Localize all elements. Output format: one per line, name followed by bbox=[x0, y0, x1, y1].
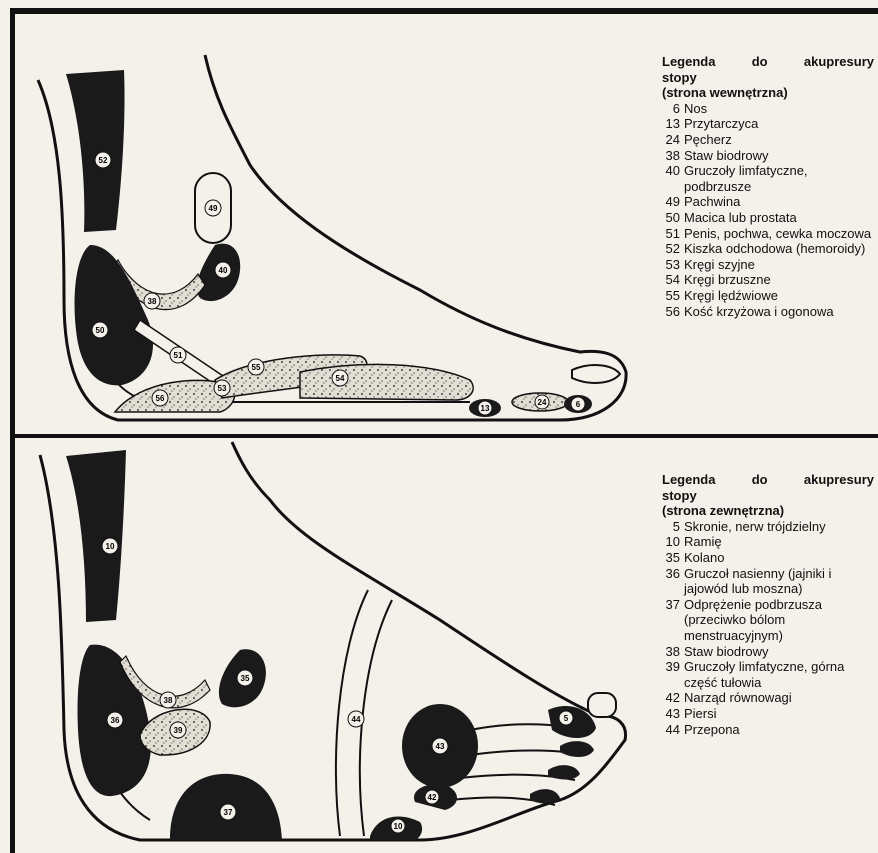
legend-outer-side: Legenda do akupresury stopy (strona zewn… bbox=[662, 472, 874, 737]
legend-item: 10Ramię bbox=[662, 534, 874, 550]
legend-item: 38Staw biodrowy bbox=[662, 644, 874, 660]
marker-10b: 10 bbox=[391, 819, 405, 833]
svg-text:36: 36 bbox=[111, 716, 120, 725]
legend-inner-side: Legenda do akupresury stopy (strona wewn… bbox=[662, 54, 874, 319]
svg-text:6: 6 bbox=[576, 400, 581, 409]
svg-text:39: 39 bbox=[174, 726, 183, 735]
zone-52-shape bbox=[66, 70, 125, 232]
outer-toe-nail bbox=[588, 693, 616, 717]
svg-text:49: 49 bbox=[209, 204, 218, 213]
marker-39: 39 bbox=[170, 722, 186, 738]
svg-text:52: 52 bbox=[99, 156, 108, 165]
svg-text:10: 10 bbox=[106, 542, 115, 551]
svg-text:53: 53 bbox=[218, 384, 227, 393]
svg-text:13: 13 bbox=[481, 404, 490, 413]
legend-item: 5Skronie, nerw trójdzielny bbox=[662, 519, 874, 535]
svg-text:38: 38 bbox=[164, 696, 173, 705]
svg-text:51: 51 bbox=[174, 351, 183, 360]
legend-item: 37Odprężenie podbrzusza (przeciwko bólom… bbox=[662, 597, 874, 644]
legend-item: 52Kiszka odchodowa (hemoroidy) bbox=[662, 241, 874, 257]
marker-24: 24 bbox=[535, 395, 549, 409]
marker-40: 40 bbox=[215, 262, 231, 278]
legend-item: 38Staw biodrowy bbox=[662, 148, 874, 164]
zone-10a-shape bbox=[66, 450, 126, 622]
zone-50-shape bbox=[75, 245, 153, 385]
legend-item: 54Kręgi brzuszne bbox=[662, 272, 874, 288]
legend-item: 49Pachwina bbox=[662, 194, 874, 210]
marker-6: 6 bbox=[571, 397, 585, 411]
legend-item: 51Penis, pochwa, cewka moczowa bbox=[662, 226, 874, 242]
svg-text:24: 24 bbox=[538, 398, 547, 407]
toe-spot-2 bbox=[548, 765, 580, 779]
legend-item: 13Przytarczyca bbox=[662, 116, 874, 132]
svg-text:55: 55 bbox=[252, 363, 261, 372]
marker-55: 55 bbox=[248, 359, 264, 375]
svg-text:5: 5 bbox=[564, 714, 569, 723]
legend-item: 55Kręgi lędźwiowe bbox=[662, 288, 874, 304]
marker-49: 49 bbox=[205, 200, 221, 216]
svg-text:35: 35 bbox=[241, 674, 250, 683]
legend-item: 24Pęcherz bbox=[662, 132, 874, 148]
marker-38-outer: 38 bbox=[160, 692, 176, 708]
toe-spot-3 bbox=[530, 789, 560, 803]
legend-item: 36Gruczoł nasienny (jajniki i jajowód lu… bbox=[662, 566, 874, 597]
marker-13: 13 bbox=[478, 401, 492, 415]
svg-text:10: 10 bbox=[394, 822, 403, 831]
svg-text:40: 40 bbox=[219, 266, 228, 275]
svg-text:38: 38 bbox=[148, 297, 157, 306]
legend-item: 56Kość krzyżowa i ogonowa bbox=[662, 304, 874, 320]
marker-43: 43 bbox=[432, 738, 448, 754]
marker-52: 52 bbox=[95, 152, 111, 168]
legend-item: 40Gruczoły limfatyczne, podbrzusze bbox=[662, 163, 874, 194]
svg-text:56: 56 bbox=[156, 394, 165, 403]
legend-item: 39Gruczoły limfatyczne, górna część tuło… bbox=[662, 659, 874, 690]
legend-outer-title-cont: stopy bbox=[662, 488, 874, 504]
svg-text:44: 44 bbox=[352, 715, 361, 724]
legend-item: 44Przepona bbox=[662, 722, 874, 738]
svg-text:37: 37 bbox=[224, 808, 233, 817]
svg-text:50: 50 bbox=[96, 326, 105, 335]
diaphragm-band-right bbox=[360, 600, 392, 836]
inner-foot-toe-nail bbox=[572, 365, 620, 383]
legend-item: 43Piersi bbox=[662, 706, 874, 722]
legend-inner-title: Legenda do akupresury bbox=[662, 54, 874, 70]
marker-35: 35 bbox=[237, 670, 253, 686]
marker-56: 56 bbox=[152, 390, 168, 406]
marker-44: 44 bbox=[348, 711, 364, 727]
legend-item: 35Kolano bbox=[662, 550, 874, 566]
marker-5: 5 bbox=[559, 711, 573, 725]
toe-spot-1 bbox=[560, 741, 594, 757]
svg-text:42: 42 bbox=[428, 793, 437, 802]
zone-54-shape bbox=[300, 364, 473, 400]
marker-51: 51 bbox=[170, 347, 186, 363]
legend-outer-title: Legenda do akupresury bbox=[662, 472, 874, 488]
legend-item: 53Kręgi szyjne bbox=[662, 257, 874, 273]
legend-item: 6Nos bbox=[662, 101, 874, 117]
inner-foot-diagram: 52 49 40 38 50 51 53 55 bbox=[38, 55, 626, 420]
legend-item: 42Narząd równowagi bbox=[662, 690, 874, 706]
marker-42: 42 bbox=[425, 790, 439, 804]
marker-10a: 10 bbox=[102, 538, 118, 554]
legend-inner-title-cont: stopy bbox=[662, 70, 874, 86]
marker-37: 37 bbox=[220, 804, 236, 820]
marker-36: 36 bbox=[107, 712, 123, 728]
marker-38: 38 bbox=[144, 293, 160, 309]
outer-foot-diagram: 10 35 36 38 39 37 44 43 bbox=[40, 442, 626, 840]
svg-text:54: 54 bbox=[336, 374, 345, 383]
legend-outer-subtitle: (strona zewnętrzna) bbox=[662, 503, 874, 519]
legend-inner-subtitle: (strona wewnętrzna) bbox=[662, 85, 874, 101]
marker-50: 50 bbox=[92, 322, 108, 338]
svg-text:43: 43 bbox=[436, 742, 445, 751]
legend-item: 50Macica lub prostata bbox=[662, 210, 874, 226]
marker-54: 54 bbox=[332, 370, 348, 386]
marker-53: 53 bbox=[214, 380, 230, 396]
